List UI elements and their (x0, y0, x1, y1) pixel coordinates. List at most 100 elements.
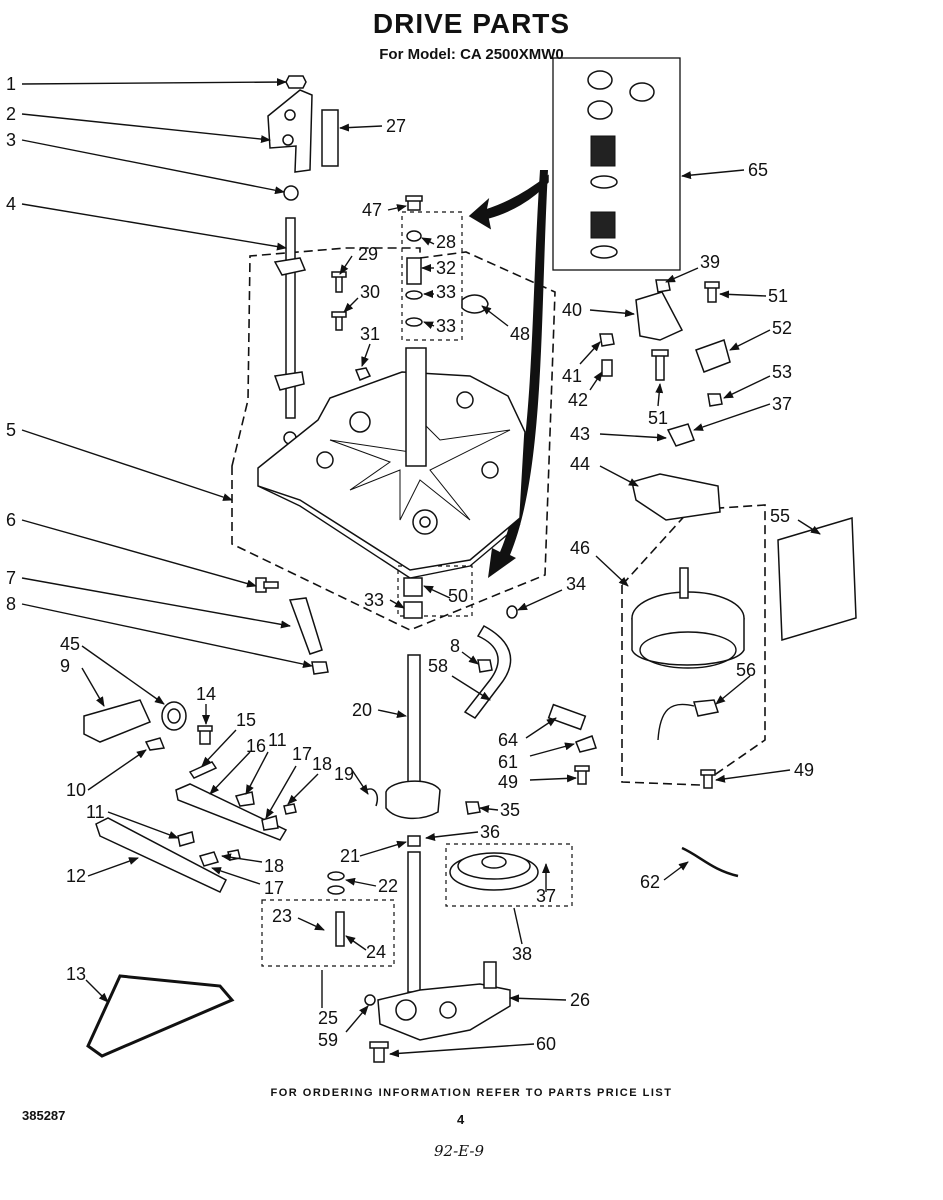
pulley-group-outline (445, 843, 573, 907)
callout-51b: 51 (648, 408, 668, 428)
callout-56: 56 (736, 660, 756, 680)
callout-43: 43 (570, 424, 590, 444)
callout-52: 52 (772, 318, 792, 338)
base-group-outline (231, 247, 556, 631)
bearing-kit-outline (552, 57, 681, 271)
leader-lines (21, 78, 821, 1058)
part-33-ring-c (403, 601, 423, 619)
part-7-link (288, 597, 323, 655)
callout-1: 1 (6, 74, 16, 94)
part-22-washer-b (327, 885, 345, 895)
callout-5: 5 (6, 420, 16, 440)
callout-65: 65 (748, 160, 768, 180)
part-35-nut (465, 801, 481, 815)
callout-2: 2 (6, 104, 16, 124)
part-24-pin (335, 911, 345, 947)
callout-61: 61 (498, 752, 518, 772)
part-11-bracket-b (177, 831, 195, 847)
callout-41: 41 (562, 366, 582, 386)
part-agitator-tube (405, 347, 427, 467)
part-18-screw (283, 803, 297, 815)
callout-48: 48 (510, 324, 530, 344)
callout-45: 45 (60, 634, 80, 654)
callout-3: 3 (6, 130, 16, 150)
model-subtitle: For Model: CA 2500XMW0 (379, 46, 564, 63)
part-9-block (83, 699, 152, 743)
part-44-motor-bracket (631, 473, 721, 521)
callout-26: 26 (570, 990, 590, 1010)
callout-58: 58 (428, 656, 448, 676)
callout-12: 12 (66, 866, 86, 886)
part-21-bearing (407, 835, 421, 847)
part-27-pad (321, 109, 339, 167)
part-52-clamp (695, 339, 731, 373)
callout-30: 30 (360, 282, 380, 302)
part-1-nut (285, 75, 307, 89)
part-51-bolt-a (651, 349, 669, 381)
part-drive-shaft (407, 851, 421, 993)
part-2-bracket (267, 89, 313, 173)
part-41-nut (599, 333, 615, 347)
part-11-bracket-a (234, 791, 255, 807)
part-43-mount (666, 423, 695, 447)
part-33-ring-b (405, 317, 423, 327)
part-59-ball (364, 994, 376, 1006)
callout-50: 50 (448, 586, 468, 606)
callout-40: 40 (562, 300, 582, 320)
part-46-motor (631, 567, 745, 669)
callout-16: 16 (246, 736, 266, 756)
callout-38: 38 (512, 944, 532, 964)
callout-19: 19 (334, 764, 354, 784)
part-30-screw (331, 311, 347, 331)
callout-46: 46 (570, 538, 590, 558)
part-8-nut (311, 661, 329, 675)
part-48-clip (461, 294, 489, 314)
callout-17b: 17 (264, 878, 284, 898)
part-13-belt (86, 974, 235, 1058)
callout-23: 23 (272, 906, 292, 926)
part-17-spring-b (198, 851, 220, 867)
document-number: 385287 (22, 1108, 66, 1123)
callout-11b: 11 (268, 730, 287, 750)
callout-17: 17 (292, 744, 312, 764)
part-64-capacitor (547, 703, 587, 731)
part-6-bolt (255, 577, 279, 593)
part-transmission-upper (365, 780, 441, 820)
callout-34: 34 (566, 574, 586, 594)
callout-15: 15 (236, 710, 256, 730)
part-16-lever (175, 783, 288, 841)
part-22-washer-a (327, 871, 345, 881)
callout-33b: 33 (436, 316, 456, 336)
callout-7: 7 (6, 568, 16, 588)
part-4-rod (273, 217, 307, 445)
handwritten-note: 92-E-9 (434, 1142, 484, 1160)
part-14-screw (197, 725, 213, 745)
part-29-screw (331, 271, 347, 293)
callout-11: 11 (86, 802, 105, 822)
part-62-wire (681, 846, 739, 878)
part-31-nut (354, 367, 372, 381)
pin-group-outline (261, 899, 395, 967)
part-39-nut (655, 279, 671, 293)
callout-32: 32 (436, 258, 456, 278)
part-55-panel (777, 517, 857, 641)
callout-53: 53 (772, 362, 792, 382)
part-65-bearing-kit (587, 70, 655, 259)
callout-24: 24 (366, 942, 386, 962)
callout-55: 55 (770, 506, 790, 526)
callout-22: 22 (378, 876, 398, 896)
callout-33c: 33 (364, 590, 384, 610)
callout-42: 42 (568, 390, 588, 410)
part-28-washer (406, 230, 422, 242)
part-20-shaft (407, 654, 421, 786)
part-3-ball (283, 185, 299, 201)
callout-64: 64 (498, 730, 518, 750)
part-33-ring-a (405, 290, 423, 300)
part-32-bushing (406, 257, 422, 285)
part-58-hose (463, 624, 512, 719)
part-45-knob (161, 701, 187, 731)
callout-28: 28 (436, 232, 456, 252)
callout-20: 20 (352, 700, 372, 720)
callout-18b: 18 (264, 856, 284, 876)
